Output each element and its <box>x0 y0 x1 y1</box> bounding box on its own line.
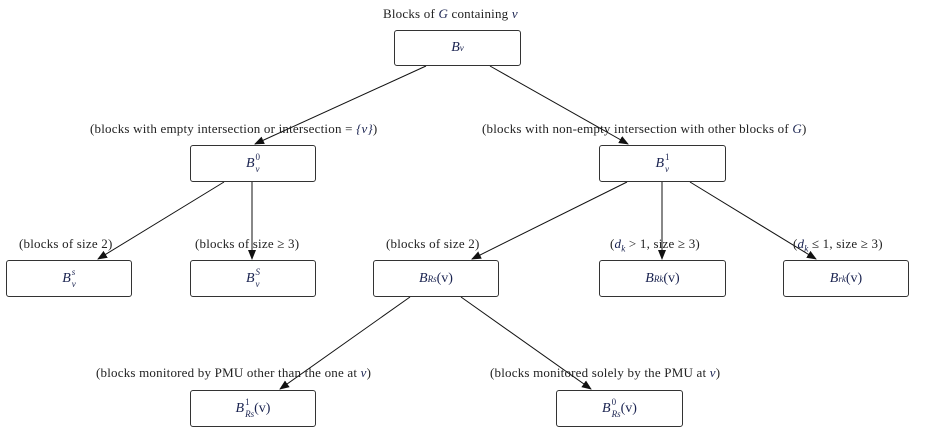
label-bRs0-math: v <box>709 365 716 380</box>
node-bRs0-sub: Rs <box>611 408 621 419</box>
label-b0-math: {v} <box>356 121 373 136</box>
label-b1-text: (blocks with non-empty intersection with… <box>482 121 793 136</box>
node-bRs0-arg: (v) <box>620 400 637 416</box>
edge-root-b1 <box>489 65 629 145</box>
label-b1-math: G <box>792 121 802 136</box>
label-b0-text: (blocks with empty intersection or inter… <box>90 121 357 136</box>
label-bRk-text: > 1, size ≥ 3) <box>625 236 700 251</box>
edge-b1-bRs <box>471 181 628 260</box>
label-b0: (blocks with empty intersection or inter… <box>90 121 377 137</box>
label-bRs0: (blocks monitored solely by the PMU at v… <box>490 365 720 381</box>
edge-bRs-bRs0 <box>460 296 592 390</box>
title-text-a: Blocks of <box>383 6 439 21</box>
node-bS-sub: v <box>255 278 260 289</box>
title-math-g: G <box>438 6 449 21</box>
node-bRs-base: B <box>419 270 428 286</box>
label-brk: (dk ≤ 1, size ≥ 3) <box>793 236 883 254</box>
edge-root-b0 <box>254 65 427 145</box>
title-text-b: containing <box>448 6 512 21</box>
node-bS-base: B <box>245 270 255 286</box>
node-bRs1-arg: (v) <box>254 400 271 416</box>
label-brk-sub: k <box>804 243 809 254</box>
node-bRs-arg: (v) <box>436 270 453 286</box>
node-root-base: B <box>451 40 460 55</box>
label-bRk-sub: k <box>621 243 626 254</box>
node-brk-base: B <box>829 270 839 286</box>
edge-b1-brk <box>689 181 817 260</box>
label-bs: (blocks of size 2) <box>19 236 113 251</box>
label-bRk: (dk > 1, size ≥ 3) <box>610 236 700 254</box>
label-bRk-math: d <box>614 236 622 251</box>
label-bRs0-close: ) <box>715 365 721 380</box>
node-b0-sup: 0 <box>255 151 261 162</box>
node-bRk-base: B <box>645 270 654 286</box>
node-bs-sup: s <box>71 266 76 277</box>
node-b1-base: B <box>655 155 665 171</box>
label-bRs: (blocks of size 2) <box>386 236 480 251</box>
node-bS-sup: S <box>255 266 261 277</box>
title-math-v: v <box>511 6 518 21</box>
edge-b0-bs <box>97 181 225 260</box>
node-b0-base: B <box>245 155 255 171</box>
label-bRs1-close: ) <box>366 365 372 380</box>
label-brk-text: ≤ 1, size ≥ 3) <box>808 236 883 251</box>
diagram-title: Blocks of G containing v <box>383 6 518 22</box>
label-brk-open: ( <box>793 236 798 251</box>
label-bRs1-text: (blocks monitored by PMU other than the … <box>96 365 361 380</box>
node-b0-sub: v <box>255 163 260 174</box>
label-bRk-open: ( <box>610 236 615 251</box>
node-brk-arg: (v) <box>845 270 863 286</box>
edge-bRs-bRs1 <box>279 296 411 390</box>
label-brk-math: d <box>797 236 805 251</box>
node-bs-sub: v <box>71 278 76 289</box>
node-bs-base: B <box>62 270 71 286</box>
label-b0-close: ) <box>372 121 378 136</box>
label-b1: (blocks with non-empty intersection with… <box>482 121 806 137</box>
node-bRs1-sup: 1 <box>245 396 250 407</box>
label-bRs1-math: v <box>360 365 367 380</box>
label-bS: (blocks of size ≥ 3) <box>195 236 300 251</box>
label-b1-close: ) <box>801 121 807 136</box>
node-bRs1-base: B <box>235 400 245 416</box>
node-bRs0-sup: 0 <box>611 396 617 407</box>
label-bRs0-text: (blocks monitored solely by the PMU at <box>490 365 710 380</box>
label-bRs1: (blocks monitored by PMU other than the … <box>96 365 371 381</box>
node-b1-sub: v <box>665 163 670 174</box>
node-b1-sup: 1 <box>665 151 670 162</box>
node-bRs0-base: B <box>602 400 611 416</box>
node-bRs1-sub: Rs <box>245 408 255 419</box>
node-bRk-arg: (v) <box>663 270 680 286</box>
